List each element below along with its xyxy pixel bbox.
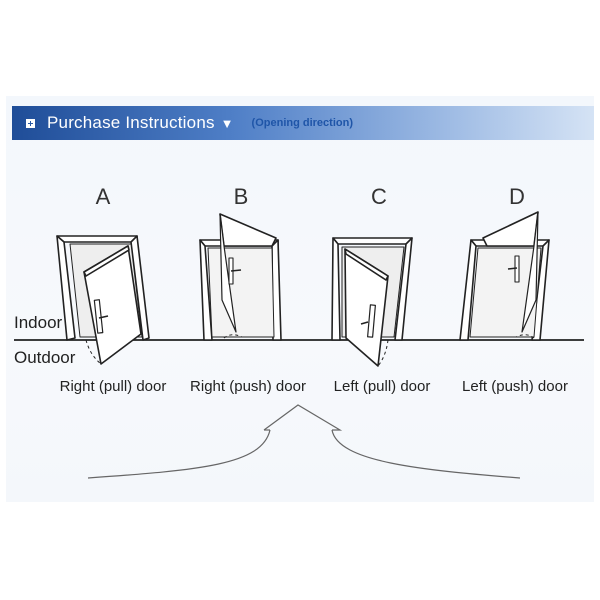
door-letter-c: C (371, 184, 387, 209)
door-letter-a: A (96, 184, 111, 209)
door-label-b: Right (push) door (190, 378, 306, 395)
outdoor-label: Outdoor (14, 348, 76, 367)
door-label-c: Left (pull) door (334, 378, 431, 395)
header-bar: Purchase Instructions ▼ (Opening directi… (12, 106, 594, 140)
door-c-illustration (331, 237, 413, 367)
indoor-label: Indoor (14, 313, 63, 332)
door-label-d: Left (push) door (462, 378, 568, 395)
header-subtitle: (Opening direction) (251, 117, 353, 129)
door-letter-b: B (234, 184, 249, 209)
door-label-a: Right (pull) door (60, 378, 167, 395)
door-letter-d: D (509, 184, 525, 209)
header-title: Purchase Instructions (47, 113, 215, 132)
triangle-down-icon[interactable]: ▼ (220, 115, 234, 131)
door-d-illustration (459, 211, 550, 341)
pointer-arrow (87, 404, 521, 479)
door-b-illustration (199, 213, 282, 341)
door-a-illustration (56, 235, 150, 365)
plus-icon[interactable] (26, 118, 35, 128)
